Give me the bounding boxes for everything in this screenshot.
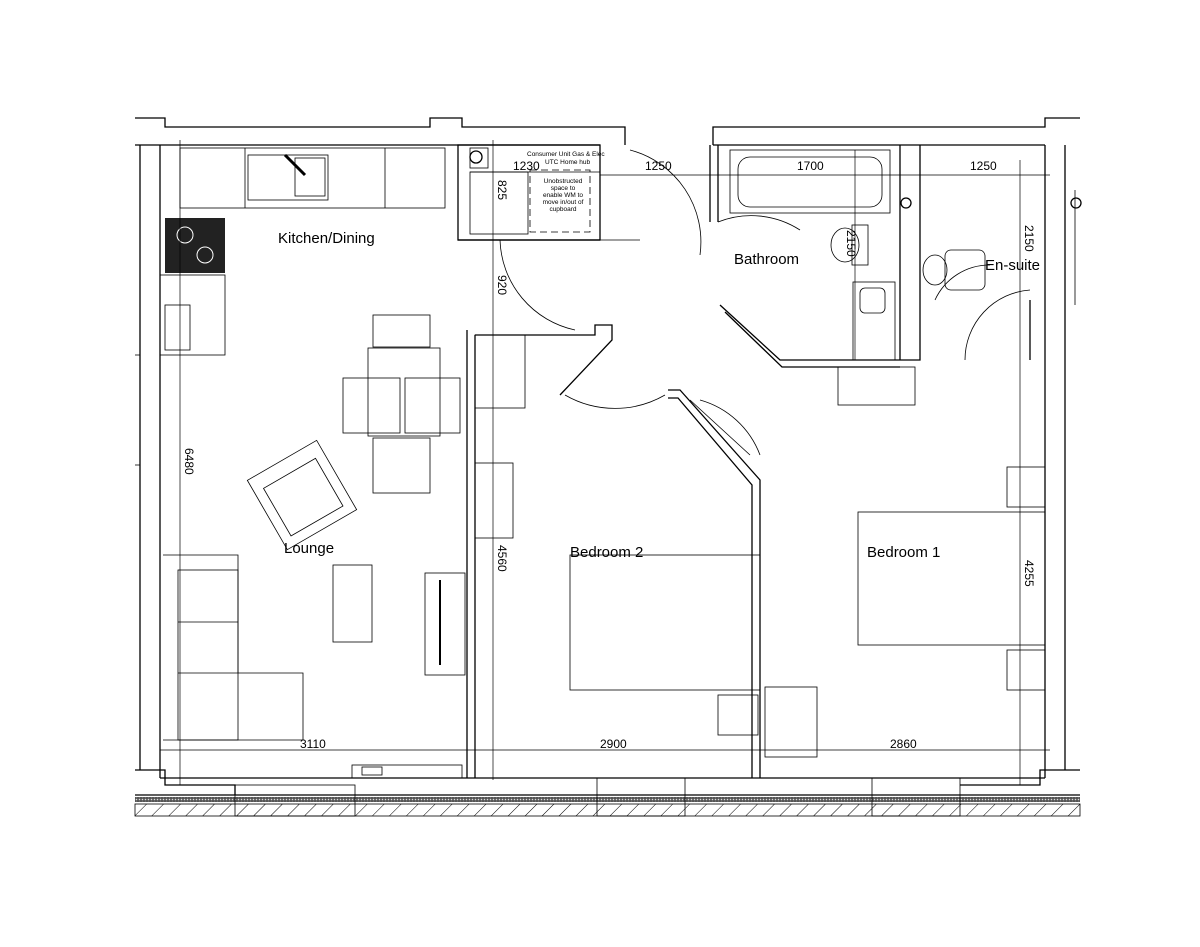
toilet-icon [851, 224, 869, 266]
note-wm-space: Unobstructed space to enable WM to move … [543, 178, 584, 213]
note-hub: UTC Home hub [545, 159, 591, 166]
room-label-ensuite: En-suite [985, 257, 1040, 274]
furniture [163, 314, 1046, 758]
sofa [163, 554, 304, 741]
dim-hall-width: 1250 [645, 159, 672, 173]
note-line: move in/out of [543, 199, 584, 206]
bed-bedroom1 [857, 511, 1046, 646]
ensuite-toilet-icon [944, 249, 986, 291]
note-line: enable WM to [543, 192, 583, 199]
note-line: Unobstructed [544, 178, 583, 185]
bath-icon [729, 149, 891, 214]
dim-lounge-depth: 6480 [182, 448, 196, 475]
dim-lounge-width: 3110 [300, 737, 326, 751]
dim-bath-width: 1700 [797, 159, 824, 173]
basin-icon [852, 281, 896, 361]
kitchen-units [159, 147, 600, 356]
boiler-icon [469, 147, 489, 169]
dim-ensuite-width: 1250 [970, 159, 997, 173]
room-label-lounge: Lounge [284, 540, 334, 557]
dimension-lines [160, 140, 1050, 785]
room-label-kitchen: Kitchen/Dining [278, 230, 375, 247]
tv-unit [424, 572, 466, 676]
wardrobe-bedroom1 [764, 686, 818, 758]
door-swings [499, 149, 1031, 456]
dim-bedroom1-width: 2860 [890, 737, 917, 751]
coffee-table [332, 564, 373, 643]
sink-icon [247, 154, 329, 201]
dim-bedroom2-depth: 4560 [495, 545, 509, 572]
sanitary-fittings [729, 149, 1082, 361]
dim-cupboard-depth: 825 [495, 180, 509, 200]
dim-bath-depth: 2150 [844, 230, 858, 257]
dim-cupboard-width: 1230 [513, 159, 540, 173]
room-label-bedroom1: Bedroom 1 [867, 544, 940, 561]
bed-bedroom2 [569, 554, 761, 691]
note-consumer-unit: Consumer Unit Gas & Elec [527, 151, 605, 158]
internal-walls [457, 144, 1031, 778]
dim-hall-depth: 920 [495, 275, 509, 295]
dim-bedroom1-depth: 4255 [1022, 560, 1036, 587]
desk [474, 462, 514, 539]
room-label-bathroom: Bathroom [734, 251, 799, 268]
room-label-bedroom2: Bedroom 2 [570, 544, 643, 561]
external-walls [134, 117, 1081, 817]
hob-icon [165, 218, 225, 273]
armchair [246, 439, 358, 551]
dim-ensuite-depth: 2150 [1022, 225, 1036, 252]
wardrobe [474, 334, 526, 409]
dim-bedroom2-width: 2900 [600, 737, 627, 751]
note-line: cupboard [549, 206, 576, 213]
note-line: space to [551, 185, 576, 192]
dining-table [342, 314, 461, 494]
